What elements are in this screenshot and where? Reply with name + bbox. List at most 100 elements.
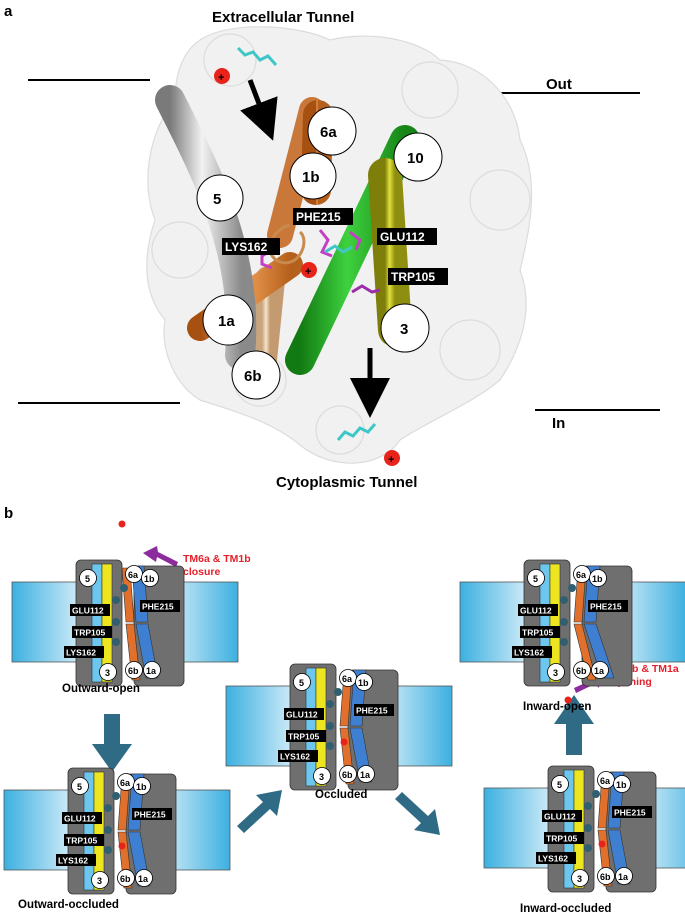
in-label: In (552, 415, 565, 432)
residue-tag-bg (588, 600, 628, 612)
residue-tag-bg (62, 812, 102, 824)
helix-badge-6a: 6a (342, 674, 353, 684)
helix-label-1b: 1b (302, 169, 320, 186)
residue-tag-LYS162: LYS162 (280, 752, 310, 762)
helix-badge-6a: 6a (576, 570, 587, 580)
panel-a: a Extracellular Tunnel Out In (4, 3, 660, 491)
residue-trp105: TRP105 (391, 270, 435, 284)
side-chain-glyph (112, 596, 120, 604)
helix-badge (133, 777, 151, 795)
side-chain-glyph (584, 802, 592, 810)
residue-tag-LYS162: LYS162 (514, 648, 544, 658)
residue-tag-PHE215: PHE215 (142, 602, 174, 612)
helix-badge-5: 5 (557, 780, 562, 790)
state-label-2: Outward-occluded (18, 899, 119, 911)
ion (118, 520, 126, 528)
glu112-side-chain (349, 230, 362, 251)
ion (564, 696, 572, 704)
residue-tag-bg (612, 806, 652, 818)
helix-badge-3: 3 (553, 668, 558, 678)
helix-badge-6a: 6a (600, 776, 611, 786)
residue-tag-bg (542, 810, 582, 822)
helix-badge (125, 661, 143, 679)
arrow-occluded-to-inward-occluded (395, 792, 440, 835)
helix-badge (573, 661, 591, 679)
helix-badge-1b: 1b (144, 574, 155, 584)
closure-note-line2: closure (183, 566, 221, 578)
helix-badge-5: 5 (299, 678, 304, 688)
ions-panel-a: + + + (214, 68, 400, 466)
helix-3-tube (368, 158, 412, 347)
residue-tag-GLU112: GLU112 (286, 710, 318, 720)
helix-badge-6a: 6a (128, 570, 139, 580)
side-chains (236, 46, 381, 441)
residue-tag-LYS162: LYS162 (58, 856, 88, 866)
helix-label-1a: 1a (218, 313, 235, 330)
helix-label-10: 10 (407, 150, 424, 167)
side-chain-glyph (326, 742, 334, 750)
ion (340, 738, 348, 746)
residue-phe215: PHE215 (296, 210, 341, 224)
arrow-inward-occluded-to-inward-open (554, 695, 594, 755)
residue-tag-LYS162: LYS162 (538, 854, 568, 864)
residue-tag-bg (278, 750, 318, 762)
helix-badge (339, 765, 357, 783)
helix-badge (547, 663, 565, 681)
helix-badge-1a: 1a (138, 874, 149, 884)
arrow-outward-open-to-outward-occluded (92, 714, 132, 772)
helix-badge (293, 673, 311, 691)
helix-badge-3: 3 (105, 668, 110, 678)
helix-badge (91, 871, 109, 889)
helix-badge-1a: 1a (618, 872, 629, 882)
helix-badge-5: 5 (85, 574, 90, 584)
helix-badge-6b: 6b (600, 872, 611, 882)
helix-badge-1a: 1a (360, 770, 371, 780)
state-label-3: Occluded (315, 789, 367, 801)
side-chain-glyph (326, 722, 334, 730)
ligand-center (324, 244, 353, 254)
residue-tag-bg (70, 604, 110, 616)
residue-tag-bg (518, 604, 558, 616)
side-chain-glyph (326, 700, 334, 708)
residue-tag-PHE215: PHE215 (134, 810, 166, 820)
side-chain-glyph (568, 584, 576, 592)
tm3-helix (573, 769, 585, 889)
side-chain-glyph (104, 826, 112, 834)
side-chain-glyph (334, 688, 342, 696)
cytoplasmic-tunnel-label: Cytoplasmic Tunnel (276, 474, 417, 491)
helix-badge (355, 673, 373, 691)
residue-tag-bg (536, 852, 576, 864)
residue-tag-TRP105: TRP105 (546, 834, 577, 844)
residue-tag-TRP105: TRP105 (74, 628, 105, 638)
state-label-5: Inward-open (523, 701, 591, 713)
residue-tag-bg (512, 646, 552, 658)
residue-lys162: LYS162 (225, 240, 268, 254)
substrate-loop (268, 223, 306, 265)
helix-badge (117, 869, 135, 887)
side-chain-glyph (560, 638, 568, 646)
side-chain-glyph (560, 596, 568, 604)
state-label-1: Outward-open (62, 683, 140, 695)
helix-badge-1a: 1a (594, 666, 605, 676)
residue-tag-GLU112: GLU112 (64, 814, 96, 824)
residue-glu112: GLU112 (380, 230, 425, 244)
helix-badge (79, 569, 97, 587)
residue-tag-GLU112: GLU112 (72, 606, 104, 616)
helix-badge (135, 869, 153, 887)
helix-badge (313, 767, 331, 785)
panel-b-letter: b (4, 505, 13, 522)
residue-tag-GLU112: GLU112 (520, 606, 552, 616)
residue-tag-PHE215: PHE215 (356, 706, 388, 716)
residue-tag-bg (354, 704, 394, 716)
helix-badge-1b: 1b (616, 780, 627, 790)
ion (118, 842, 126, 850)
residue-tag-bg (544, 832, 584, 844)
helix-label-6b: 6b (244, 368, 262, 385)
helix-badge (551, 775, 569, 793)
ion-bottom (384, 450, 400, 466)
